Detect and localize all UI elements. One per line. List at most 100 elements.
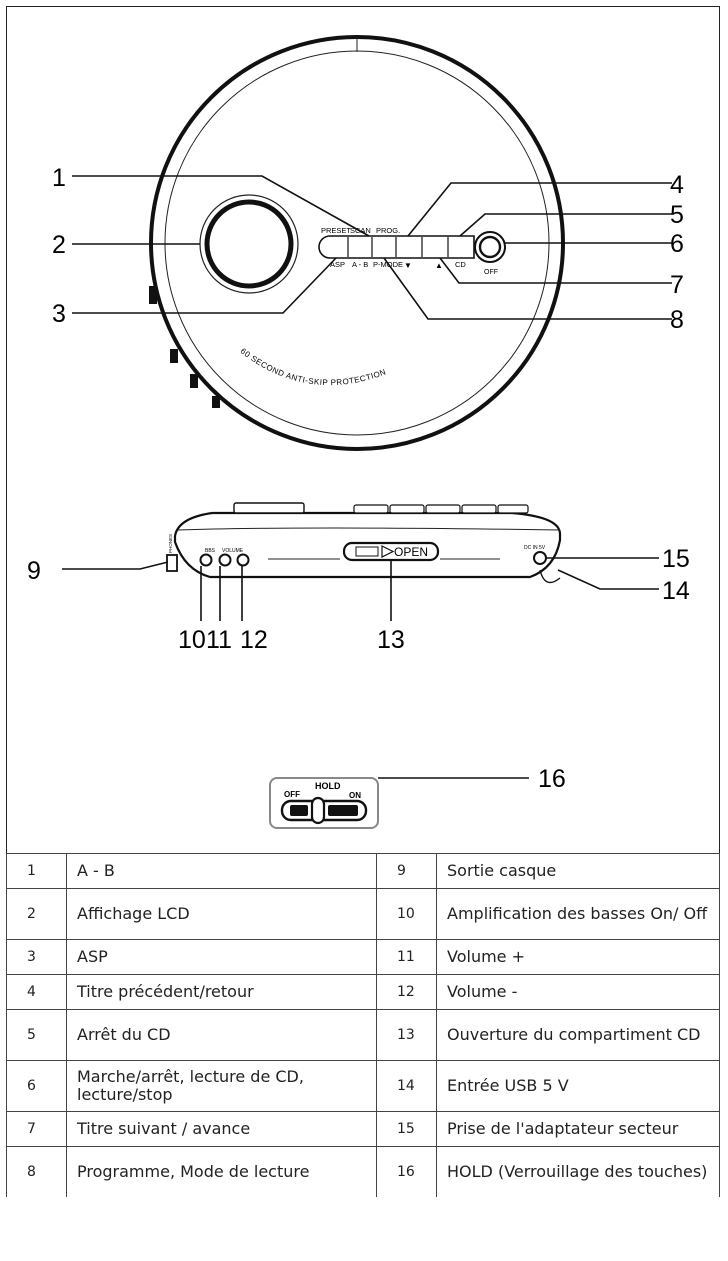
callout-14: 14 (662, 577, 690, 605)
side-button (212, 396, 220, 408)
callouts: 1 2 3 4 5 6 7 8 9 10 11 12 13 14 15 16 (27, 164, 690, 793)
legend-row: 2 Affichage LCD 10 Amplification des bas… (6, 888, 720, 940)
label-bbs: BBS (205, 548, 216, 554)
label-preset: PRESET (321, 226, 351, 235)
legend-row: 1 A - B 9 Sortie casque (6, 853, 720, 889)
callout-8: 8 (670, 306, 684, 334)
label-off: OFF (484, 269, 498, 276)
label-up: ▲ (435, 261, 443, 270)
legend-text: Prise de l'adaptateur secteur (436, 1111, 720, 1147)
hold-title: HOLD (315, 781, 341, 791)
dc-in-jack (533, 551, 547, 565)
hold-on: ON (349, 791, 361, 800)
legend-text: A - B (66, 853, 377, 889)
top-button (233, 502, 305, 514)
phones-jack (166, 554, 178, 572)
jack-bbs (199, 553, 213, 567)
legend-number: 14 (376, 1060, 437, 1112)
hold-switch: HOLD OFF ON (269, 777, 379, 829)
legend-number: 8 (6, 1146, 67, 1197)
side-button (170, 349, 178, 363)
device-diagram: PRESET SCAN PROG. ASP A - B P-MODE ▼ ▲ C… (27, 35, 690, 829)
legend-text: Affichage LCD (66, 888, 377, 940)
top-view: PRESET SCAN PROG. ASP A - B P-MODE ▼ ▲ C… (149, 35, 565, 451)
callout-1: 1 (52, 164, 66, 192)
label-asp: ASP (330, 260, 345, 269)
legend-row: 4 Titre précédent/retour 12 Volume - (6, 974, 720, 1010)
callout-2: 2 (52, 231, 66, 259)
legend-number: 12 (376, 974, 437, 1010)
callout-4: 4 (670, 171, 684, 199)
hold-off: OFF (284, 790, 300, 799)
top-button (389, 504, 425, 514)
callout-12: 12 (240, 626, 268, 654)
leader-lines (62, 175, 672, 779)
callout-16: 16 (538, 765, 566, 793)
hold-switch-knob (310, 796, 326, 825)
legend-number: 6 (6, 1060, 67, 1112)
legend-number: 13 (376, 1009, 437, 1061)
legend-text: Entrée USB 5 V (436, 1060, 720, 1112)
top-button (497, 504, 529, 514)
label-down: ▼ (404, 261, 412, 270)
top-button (461, 504, 497, 514)
legend-number: 1 (6, 853, 67, 889)
top-button (353, 504, 389, 514)
label-prog: PROG. (376, 226, 400, 235)
side-button (149, 286, 157, 304)
legend-number: 3 (6, 939, 67, 975)
side-view: OPEN PHONES BBS VOLUME DC IN 5V (166, 502, 562, 584)
legend-text: Programme, Mode de lecture (66, 1146, 377, 1197)
legend-row: 7 Titre suivant / avance 15 Prise de l'a… (6, 1111, 720, 1147)
legend-text: Ouverture du compartiment CD (436, 1009, 720, 1061)
top-button (425, 504, 461, 514)
side-button (190, 374, 198, 388)
legend-text: Titre suivant / avance (66, 1111, 377, 1147)
label-cd: CD (455, 260, 466, 269)
callout-11: 11 (206, 626, 232, 654)
label-volume: VOLUME (222, 548, 244, 554)
legend-number: 5 (6, 1009, 67, 1061)
legend-text: Amplification des basses On/ Off (436, 888, 720, 940)
jack-volume-down (236, 553, 250, 567)
legend-row: 5 Arrêt du CD 13 Ouverture du compartime… (6, 1009, 720, 1061)
hold-off-dots (290, 805, 308, 816)
hold-on-dots (328, 805, 358, 816)
callout-5: 5 (670, 201, 684, 229)
legend-text: ASP (66, 939, 377, 975)
label-open: OPEN (394, 545, 428, 559)
legend-table: 1 A - B 9 Sortie casque 2 Affichage LCD … (6, 853, 720, 1197)
legend-number: 16 (376, 1146, 437, 1197)
open-slider-grip (355, 546, 379, 557)
body-edge (177, 527, 561, 531)
legend-number: 2 (6, 888, 67, 940)
jack-volume-up (218, 553, 232, 567)
callout-7: 7 (670, 271, 684, 299)
callout-10: 10 (178, 626, 206, 654)
callout-13: 13 (377, 626, 405, 654)
callout-3: 3 (52, 300, 66, 328)
open-arrow (381, 545, 395, 558)
lcd-display (204, 199, 294, 289)
legend-number: 11 (376, 939, 437, 975)
legend-text: Arrêt du CD (66, 1009, 377, 1061)
legend-text: Titre précédent/retour (66, 974, 377, 1010)
callout-9: 9 (27, 557, 41, 585)
legend-number: 7 (6, 1111, 67, 1147)
legend-text: Marche/arrêt, lecture de CD, lecture/sto… (66, 1060, 377, 1112)
label-dc-in: DC IN 5V (524, 545, 546, 551)
legend-text: Sortie casque (436, 853, 720, 889)
callout-15: 15 (662, 545, 690, 573)
legend-row: 6 Marche/arrêt, lecture de CD, lecture/s… (6, 1060, 720, 1112)
legend-text: Volume - (436, 974, 720, 1010)
legend-number: 10 (376, 888, 437, 940)
label-phones: PHONES (168, 534, 173, 553)
legend-number: 4 (6, 974, 67, 1010)
power-button-cap (478, 235, 502, 259)
legend-text: Volume + (436, 939, 720, 975)
legend-number: 15 (376, 1111, 437, 1147)
legend-text: HOLD (Verrouillage des touches) (436, 1146, 720, 1197)
legend-row: 8 Programme, Mode de lecture 16 HOLD (Ve… (6, 1146, 720, 1197)
label-ab: A - B (352, 260, 368, 269)
callout-6: 6 (670, 230, 684, 258)
